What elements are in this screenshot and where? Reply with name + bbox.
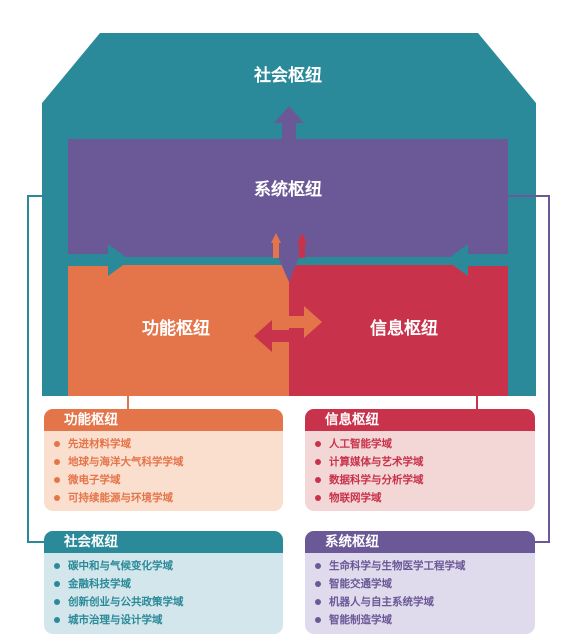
information-domain-item: 人工智能学域 (315, 435, 535, 453)
bullet-icon (315, 495, 321, 501)
bullet-icon (54, 459, 60, 465)
system-card-list: 生命科学与生物医学工程学域智能交通学域机器人与自主系统学域智能制造学域 (305, 553, 535, 629)
social-domain-item-label: 城市治理与设计学域 (68, 614, 163, 626)
function-domain-item: 先进材料学域 (54, 435, 283, 453)
arrow-social-to-information (446, 244, 508, 276)
system-domain-item-label: 智能制造学域 (329, 614, 392, 626)
information-domain-item-label: 计算媒体与艺术学域 (329, 456, 424, 468)
information-domain-item-label: 数据科学与分析学域 (329, 474, 424, 486)
information-hub-label: 信息枢纽 (370, 318, 438, 339)
arrow-information-to-function (254, 320, 289, 352)
arrow-social-to-function (68, 244, 130, 276)
social-domain-item-label: 金融科技学域 (68, 578, 131, 590)
system-hub-block (68, 139, 508, 257)
bullet-icon (54, 441, 60, 447)
system-domain-card: 系统枢纽 生命科学与生物医学工程学域智能交通学域机器人与自主系统学域智能制造学域 (305, 531, 535, 634)
information-hub-block (289, 265, 508, 396)
bullet-icon (54, 563, 60, 569)
information-card-title: 信息枢纽 (305, 409, 535, 431)
system-down-notch (278, 257, 299, 282)
system-domain-item: 智能交通学域 (315, 575, 535, 593)
social-domain-item: 创新创业与公共政策学域 (54, 593, 283, 611)
system-connector-line (508, 195, 550, 543)
function-domain-item-label: 地球与海洋大气科学学域 (68, 456, 184, 468)
system-domain-item-label: 生命科学与生物医学工程学域 (329, 560, 466, 572)
function-domain-item: 可持续能源与环境学域 (54, 489, 283, 507)
function-domain-item-label: 可持续能源与环境学域 (68, 492, 173, 504)
system-domain-item: 智能制造学域 (315, 611, 535, 629)
bullet-icon (315, 617, 321, 623)
social-domain-item-label: 碳中和与气候变化学域 (68, 560, 173, 572)
bullet-icon (315, 477, 321, 483)
function-domain-item-label: 微电子学域 (68, 474, 121, 486)
social-domain-card: 社会枢纽 碳中和与气候变化学域金融科技学域创新创业与公共政策学域城市治理与设计学… (44, 531, 283, 634)
function-domain-item: 微电子学域 (54, 471, 283, 489)
system-card-title: 系统枢纽 (305, 531, 535, 553)
social-domain-item: 碳中和与气候变化学域 (54, 557, 283, 575)
arrow-function-to-information (286, 306, 322, 338)
function-card-list: 先进材料学域地球与海洋大气科学学域微电子学域可持续能源与环境学域 (44, 431, 283, 507)
social-domain-item: 金融科技学域 (54, 575, 283, 593)
system-hub-label: 系统枢纽 (254, 179, 322, 200)
information-domain-item: 物联网学域 (315, 489, 535, 507)
information-card-list: 人工智能学域计算媒体与艺术学域数据科学与分析学域物联网学域 (305, 431, 535, 507)
information-domain-item: 计算媒体与艺术学域 (315, 453, 535, 471)
information-domain-card: 信息枢纽 人工智能学域计算媒体与艺术学域数据科学与分析学域物联网学域 (305, 409, 535, 511)
bullet-icon (315, 563, 321, 569)
social-hub-label: 社会枢纽 (253, 65, 322, 86)
information-domain-item-label: 物联网学域 (329, 492, 382, 504)
bullet-icon (315, 581, 321, 587)
system-domain-item: 生命科学与生物医学工程学域 (315, 557, 535, 575)
bullet-icon (54, 495, 60, 501)
information-domain-item: 数据科学与分析学域 (315, 471, 535, 489)
arrow-system-to-social (274, 106, 304, 142)
function-domain-item-label: 先进材料学域 (68, 438, 131, 450)
system-domain-item-label: 智能交通学域 (329, 578, 392, 590)
function-card-title: 功能枢纽 (44, 409, 283, 431)
social-card-list: 碳中和与气候变化学域金融科技学域创新创业与公共政策学域城市治理与设计学域 (44, 553, 283, 629)
social-card-title: 社会枢纽 (44, 531, 283, 553)
social-domain-item-label: 创新创业与公共政策学域 (68, 596, 184, 608)
function-hub-block (68, 265, 289, 396)
bullet-icon (315, 441, 321, 447)
bullet-icon (315, 459, 321, 465)
bullet-icon (54, 477, 60, 483)
social-connector-line (27, 195, 44, 543)
function-domain-item: 地球与海洋大气科学学域 (54, 453, 283, 471)
bullet-icon (54, 617, 60, 623)
system-domain-item-label: 机器人与自主系统学域 (329, 596, 434, 608)
information-domain-item-label: 人工智能学域 (329, 438, 392, 450)
bullet-icon (54, 581, 60, 587)
system-domain-item: 机器人与自主系统学域 (315, 593, 535, 611)
function-hub-label: 功能枢纽 (142, 318, 210, 339)
arrow-information-to-system (297, 233, 307, 258)
arrow-function-to-system (271, 233, 281, 258)
bullet-icon (315, 599, 321, 605)
bullet-icon (54, 599, 60, 605)
social-domain-item: 城市治理与设计学域 (54, 611, 283, 629)
function-domain-card: 功能枢纽 先进材料学域地球与海洋大气科学学域微电子学域可持续能源与环境学域 (44, 409, 283, 511)
